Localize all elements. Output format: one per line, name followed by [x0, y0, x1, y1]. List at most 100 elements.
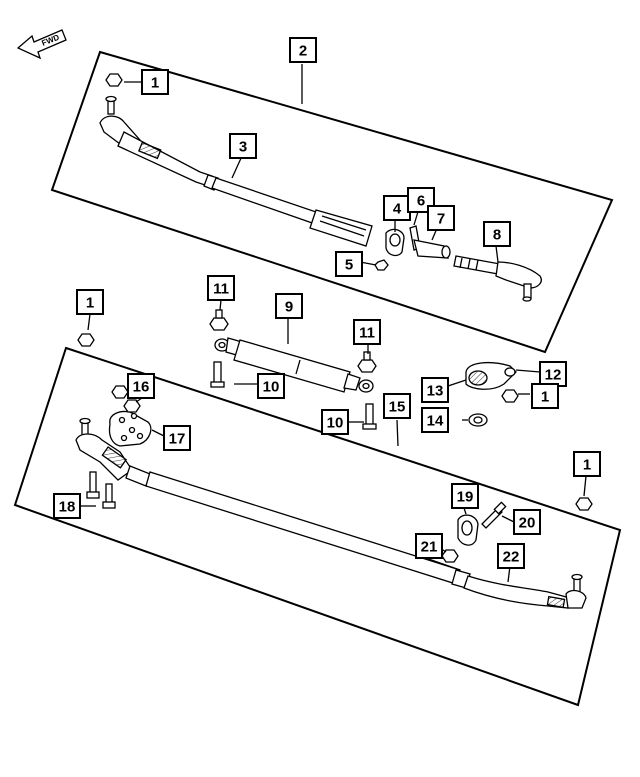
callout-box: [335, 251, 363, 277]
callout-number: 10: [263, 379, 280, 396]
callout-box: [353, 319, 381, 345]
callout-box: [127, 373, 155, 399]
callout-c22: 22: [497, 543, 525, 569]
callout-c18: 18: [53, 493, 81, 519]
callout-box: [321, 409, 349, 435]
callout-number: 13: [427, 383, 444, 400]
callout-number: 22: [503, 549, 520, 566]
bolts-18: [86, 471, 116, 509]
callout-box: [427, 205, 455, 231]
callout-box: [483, 221, 511, 247]
pitman-arm: [465, 361, 519, 403]
callout-number: 10: [327, 415, 344, 432]
callout-c2: 2: [289, 37, 317, 63]
middle-leader-lines: [87, 299, 541, 447]
callout-number: 9: [285, 299, 293, 316]
callout-number: 20: [519, 515, 536, 532]
callout-number: 11: [359, 325, 375, 342]
callout-box: [421, 377, 449, 403]
bolt-10-right: [362, 403, 377, 430]
callout-box: [53, 493, 81, 519]
nut-11-left: [209, 309, 229, 331]
upper-leader-lines: [124, 64, 499, 266]
steering-damper: [214, 337, 374, 393]
callout-number: 16: [133, 379, 150, 396]
callout-number: 19: [457, 489, 474, 506]
callout-c3: 3: [229, 133, 257, 159]
callout-c20: 20: [513, 509, 541, 535]
callout-box: [207, 275, 235, 301]
callout-number: 1: [541, 389, 549, 406]
callout-box: [275, 293, 303, 319]
callout-number: 11: [213, 281, 229, 298]
bolt-20: [481, 501, 507, 529]
callout-number: 21: [421, 539, 438, 556]
nut-1-middle: [77, 333, 95, 347]
callout-c15: 15: [383, 393, 411, 419]
callout-c17: 17: [163, 425, 191, 451]
callout-number: 1: [151, 75, 159, 92]
callout-c11a: 11: [207, 275, 235, 301]
callout-c12: 12: [539, 361, 567, 387]
callout-c4: 4: [383, 195, 411, 221]
clamp-19: [457, 514, 479, 546]
callout-box: [497, 543, 525, 569]
callout-c1d: 1: [573, 451, 601, 477]
callout-number: 5: [345, 257, 353, 274]
callout-number: 7: [437, 211, 445, 228]
callout-c11b: 11: [353, 319, 381, 345]
nut-11-right: [357, 351, 377, 373]
callout-box: [257, 373, 285, 399]
callout-c1c: 1: [531, 383, 559, 409]
callout-c21: 21: [415, 533, 443, 559]
callout-c10a: 10: [257, 373, 285, 399]
callout-number: 2: [299, 43, 307, 60]
lower-tie-rod-assembly: [75, 417, 587, 609]
callout-box: [383, 393, 411, 419]
callout-box: [513, 509, 541, 535]
lower-assembly-frame: [13, 346, 622, 707]
nut-1-lower-right: [575, 497, 593, 511]
callout-c13: 13: [421, 377, 449, 403]
callout-number: 1: [86, 295, 94, 312]
callout-box: [163, 425, 191, 451]
forward-direction-arrow-icon: FWD: [16, 29, 67, 60]
callout-c1a: 1: [141, 69, 169, 95]
callout-number: 6: [417, 193, 425, 210]
callout-box: [141, 69, 169, 95]
nut-16: [123, 399, 141, 413]
callout-box: [531, 383, 559, 409]
bolt-10-left: [210, 361, 225, 388]
callout-c1b: 1: [76, 289, 104, 315]
callout-box: [229, 133, 257, 159]
callout-number: 15: [389, 399, 406, 416]
callout-number: 1: [583, 457, 591, 474]
callout-box: [573, 451, 601, 477]
callout-box: [76, 289, 104, 315]
nut-21: [441, 549, 459, 563]
callout-c7: 7: [427, 205, 455, 231]
callout-c9: 9: [275, 293, 303, 319]
callout-number: 12: [545, 367, 562, 384]
upper-assembly-frame: [50, 50, 614, 354]
callout-box: [451, 483, 479, 509]
callout-box: [415, 533, 443, 559]
callout-number: 8: [493, 227, 501, 244]
mounting-plate-17: [108, 410, 152, 447]
callout-number: 4: [393, 201, 402, 218]
callout-box: [421, 407, 449, 433]
callout-c5: 5: [335, 251, 363, 277]
callout-number: 18: [59, 499, 76, 516]
callout-number: 3: [239, 139, 247, 156]
callout-c16: 16: [127, 373, 155, 399]
callout-box: [383, 195, 411, 221]
callout-number: 14: [427, 413, 444, 430]
washer-14: [468, 413, 488, 427]
nut-1-lower-left: [111, 385, 129, 399]
callout-number: 17: [169, 431, 186, 448]
callout-c19: 19: [451, 483, 479, 509]
upper-tie-rod-assembly: [99, 73, 542, 302]
